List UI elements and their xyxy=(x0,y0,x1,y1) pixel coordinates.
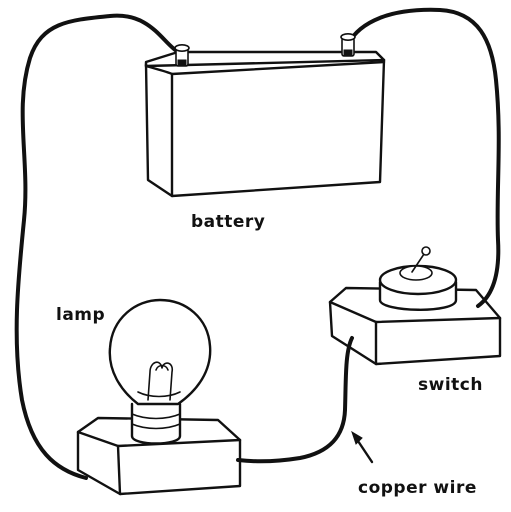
battery-terminal-right xyxy=(340,32,356,57)
battery xyxy=(144,32,386,198)
battery-terminal-left xyxy=(174,43,190,67)
wire-switch-to-lamp xyxy=(236,336,354,464)
switch-label: switch xyxy=(418,375,483,395)
lamp xyxy=(76,298,242,496)
switch xyxy=(328,246,502,366)
wire-battery-right-to-switch xyxy=(346,7,501,308)
lamp-label: lamp xyxy=(56,305,106,325)
copper-wire-label: copper wire xyxy=(358,478,477,498)
wire-pointer-arrow xyxy=(351,430,374,464)
lamp-bulb xyxy=(108,298,212,406)
battery-label: battery xyxy=(191,212,266,232)
wire-battery-left-to-lamp xyxy=(14,13,180,480)
switch-knob xyxy=(378,246,458,311)
lamp-socket xyxy=(130,402,182,445)
